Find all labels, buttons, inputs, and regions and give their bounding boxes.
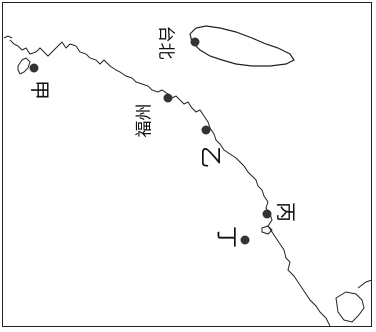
point-taipei (190, 37, 200, 47)
label-taipei: 台北 (155, 25, 176, 60)
mainland-coastline (9, 39, 331, 327)
southeast-coast (357, 279, 373, 289)
islet-bing (261, 225, 273, 235)
southeast-island (335, 291, 365, 323)
label-fuzhou: 福州 (134, 103, 155, 138)
upper-left-shore (3, 35, 13, 39)
taiwan-island (189, 25, 295, 67)
label-jia: 甲 (28, 80, 52, 100)
point-ding (240, 235, 250, 245)
label-bing: 丙 (274, 202, 298, 222)
map-frame (2, 2, 372, 327)
label-yi: 乙 (197, 145, 223, 169)
point-bing (262, 209, 272, 219)
label-ding: 丁 (213, 225, 239, 249)
point-yi (201, 125, 211, 135)
west-islet (17, 57, 31, 75)
point-fuzhou (163, 93, 173, 103)
point-jia (29, 63, 39, 73)
